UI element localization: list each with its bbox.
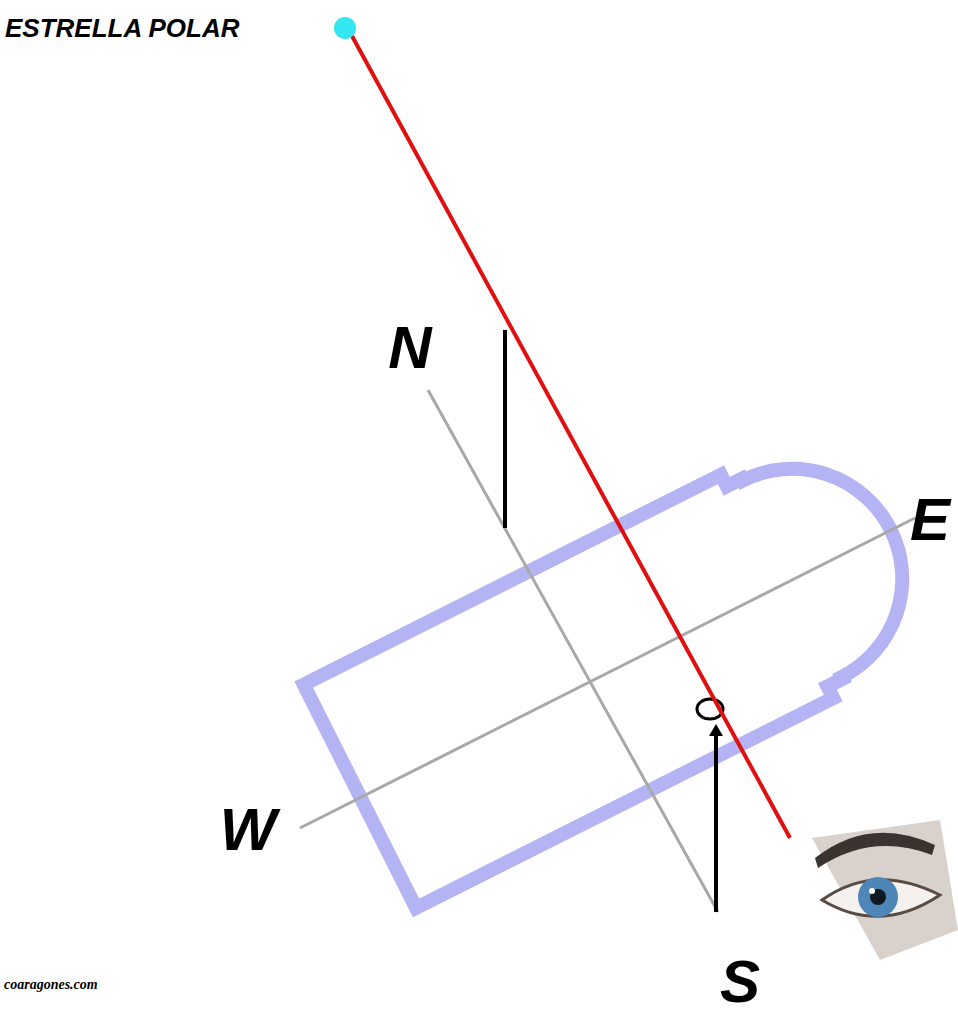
- star-name: ESTRELLA POLAR: [5, 15, 239, 41]
- polar-star: [334, 17, 356, 39]
- eye-picture: [812, 820, 958, 960]
- sight-line: [352, 36, 790, 838]
- rod-tip: [709, 724, 723, 736]
- compass-letter: W: [220, 800, 277, 860]
- compass-letter: E: [910, 490, 950, 550]
- sight-rod: [714, 732, 718, 912]
- compass-letter: S: [720, 952, 760, 1012]
- north-south-axis: [428, 390, 718, 912]
- watermark: coaragones.com: [4, 978, 98, 992]
- gnomon-line: [503, 330, 507, 528]
- west-east-axis: [300, 518, 915, 828]
- compass-letter: N: [388, 318, 431, 378]
